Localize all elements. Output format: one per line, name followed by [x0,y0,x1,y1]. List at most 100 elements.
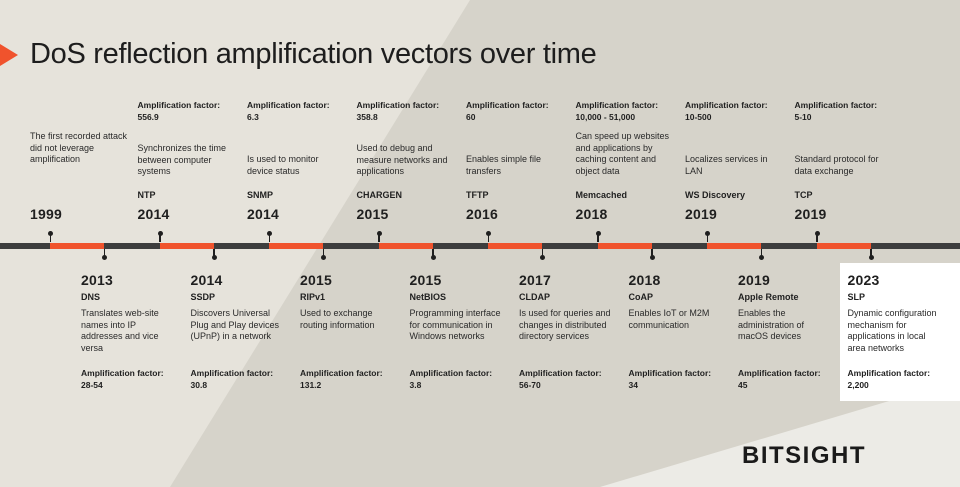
amp-factor-label: Amplification factor: [356,100,440,110]
vector-name: NetBIOS [409,292,447,302]
timeline-segment [816,243,871,249]
timeline-tick-top [597,233,599,242]
vector-name: SSDP [190,292,216,302]
vector-description: Synchronizes the time between computer s… [137,143,227,176]
amp-factor-value: 6.3 [247,112,259,122]
amp-factor-value: 10,000 - 51,000 [575,112,636,122]
timeline-segment [50,243,104,249]
timeline-dot-top [376,231,382,236]
timeline-dot-top [267,231,272,236]
amp-factor-label: Amplification factor: [81,368,164,378]
timeline-dot-bottom [868,255,874,260]
amp-factor-label: Amplification factor: [575,100,659,110]
timeline-dot-top [814,231,820,236]
timeline-segment [159,243,214,249]
timeline-tick-top [49,233,51,242]
vector-description: Used to debug and measure networks and a… [356,143,448,176]
vector-year: 2018 [575,206,608,222]
amp-factor-label: Amplification factor: [794,100,878,110]
timeline-segment [378,243,433,249]
amp-factor-value: 5-10 [794,112,812,122]
amp-factor-value: 28-54 [81,380,103,390]
vector-name: NTP [137,190,156,200]
amp-factor-value: 30.8 [190,380,208,390]
timeline-tick-top [268,233,270,242]
timeline-item-top: The first recorded attack did not levera… [30,0,134,230]
vector-year: 2017 [519,272,551,288]
amp-factor-label: Amplification factor: [738,368,821,378]
timeline-dot-bottom [102,255,107,260]
vector-name: SLP [847,292,866,302]
timeline-dot-bottom [321,255,326,260]
amp-factor-label: Amplification factor: [247,100,330,110]
vector-description: Localizes services in LAN [685,154,768,176]
vector-description: Discovers Universal Plug and Play device… [190,308,280,341]
timeline-tick-bottom [322,249,324,258]
vector-year: 2019 [685,206,717,222]
timeline-tick-top [378,233,380,242]
amp-factor-value: 358.8 [356,112,378,122]
vector-year: 2018 [628,272,661,288]
amp-factor-label: Amplification factor: [137,100,221,110]
vector-name: SNMP [247,190,274,200]
amp-factor-label: Amplification factor: [685,100,768,110]
timeline-dot-bottom [430,255,436,260]
timeline-dot-top [705,231,710,236]
vector-year: 2015 [300,272,332,288]
highlight-box [840,263,960,401]
amp-factor-label: Amplification factor: [628,368,712,378]
timeline-tick-bottom [213,249,215,258]
amp-factor-value: 3.8 [409,380,422,390]
timeline-segment [707,243,761,249]
vector-year: 2014 [247,206,279,222]
vector-year: 2015 [356,206,389,222]
bitsight-logo: BITSIGHT [742,442,866,469]
vector-year: 2014 [137,206,170,222]
vector-year: 2019 [794,206,827,222]
amp-factor-value: 131.2 [300,380,322,390]
timeline-dot-bottom [211,255,217,260]
amp-factor-label: Amplification factor: [519,368,602,378]
vector-description: Dynamic configuration mechanism for appl… [847,308,937,353]
amp-factor-label: Amplification factor: [847,368,931,378]
vector-year: 2013 [81,272,113,288]
vector-year: 1999 [30,206,62,222]
vector-name: TFTP [466,190,489,200]
vector-description: Enables IoT or M2M communication [628,308,710,330]
vector-description: Enables the administration of macOS devi… [738,308,805,341]
vector-description: Can speed up websites and applications b… [575,131,670,176]
amp-factor-value: 556.9 [137,112,159,122]
vector-description: Enables simple file transfers [466,154,542,176]
page-title: DoS reflection amplification vectors ove… [30,38,597,70]
timeline-tick-bottom [651,249,653,258]
vector-name: WS Discovery [685,190,746,200]
timeline-dot-bottom [540,255,545,260]
title-accent-triangle [0,44,18,66]
vector-year: 2015 [409,272,442,288]
timeline-tick-top [706,233,708,242]
timeline-dot-bottom [759,255,764,260]
timeline-dot-top [486,231,491,236]
timeline-segment [488,243,542,249]
timeline-segment [269,243,323,249]
vector-name: Memcached [575,190,628,200]
vector-name: CoAP [628,292,654,302]
timeline-tick-bottom [870,249,872,258]
timeline-tick-top [159,233,161,242]
timeline-segment [597,243,652,249]
vector-description: Programming interface for communication … [409,308,501,341]
amp-factor-label: Amplification factor: [300,368,383,378]
amp-factor-label: Amplification factor: [466,100,549,110]
amp-factor-value: 10-500 [685,112,712,122]
vector-name: CHARGEN [356,190,403,200]
timeline-dot-top [157,231,163,236]
timeline-tick-top [816,233,818,242]
vector-name: CLDAP [519,292,550,302]
vector-year: 2016 [466,206,498,222]
